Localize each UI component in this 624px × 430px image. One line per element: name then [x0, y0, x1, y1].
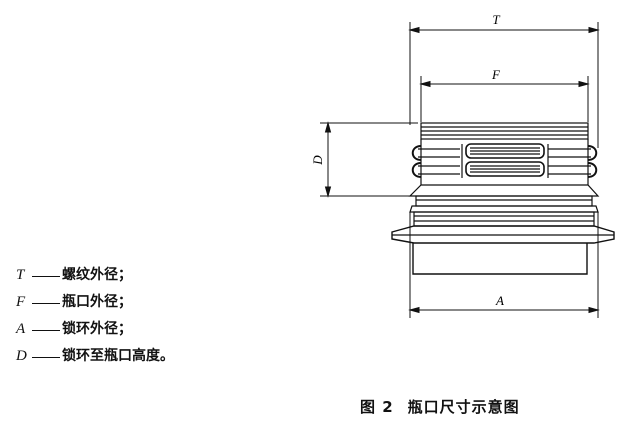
- legend-dash: [32, 357, 60, 358]
- dimension-D: [320, 121, 418, 198]
- dimension-A: [408, 212, 600, 318]
- legend-item: D 锁环至瓶口高度。: [16, 343, 174, 370]
- dimension-label-D: D: [310, 155, 325, 166]
- legend-dash: [32, 330, 60, 331]
- legend-item: T 螺纹外径；: [16, 262, 174, 289]
- dimension-label-A: A: [495, 293, 504, 308]
- figure-number: 图 2: [360, 398, 394, 416]
- legend-item: A 锁环外径；: [16, 316, 174, 343]
- legend-text: 螺纹外径；: [62, 267, 132, 283]
- legend-item: F 瓶口外径；: [16, 289, 174, 316]
- figure-title: 瓶口尺寸示意图: [407, 398, 520, 416]
- legend-symbol: T: [16, 267, 25, 283]
- legend-symbol: D: [16, 348, 27, 364]
- dimension-label-T: T: [492, 12, 500, 27]
- legend-text: 瓶口外径；: [62, 294, 132, 310]
- bottle-neck-drawing: [391, 122, 615, 275]
- legend-text: 锁环外径；: [62, 321, 132, 337]
- figure-caption: 图 2 瓶口尺寸示意图: [360, 396, 520, 417]
- legend-text: 锁环至瓶口高度。: [62, 348, 174, 364]
- dimension-F: [419, 76, 590, 122]
- legend-dash: [32, 303, 60, 304]
- legend-dash: [32, 276, 60, 277]
- dimension-T: [408, 22, 600, 148]
- dimension-label-F: F: [491, 67, 501, 82]
- legend-symbol: A: [16, 321, 26, 337]
- legend-symbol: F: [16, 294, 26, 310]
- symbol-legend: T 螺纹外径； F 瓶口外径； A 锁环外径； D 锁环至瓶口高度。: [16, 262, 174, 370]
